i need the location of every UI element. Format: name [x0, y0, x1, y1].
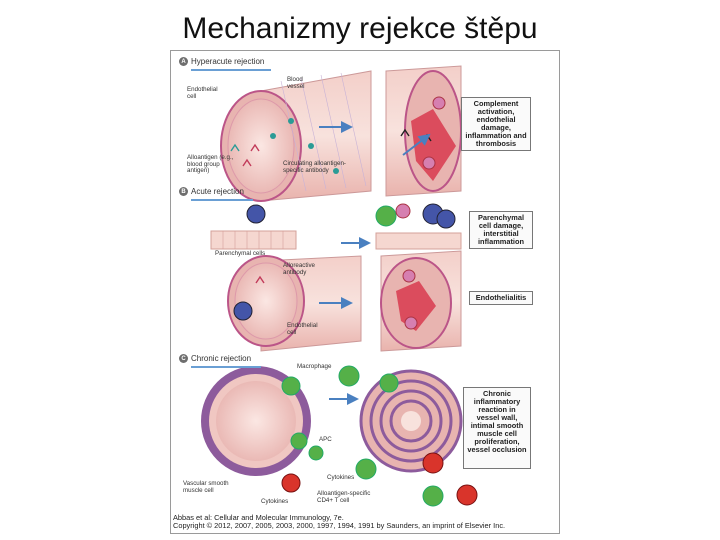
label-alloreactive-antibody: Alloreactive antibody: [283, 262, 315, 276]
label-alloantigen: Alloantigen (e.g., blood group antigen): [187, 154, 234, 175]
section-a-letter: A: [179, 57, 188, 66]
section-b-letter: B: [179, 187, 188, 196]
section-b-title: Acute rejection: [191, 187, 244, 196]
label-cytokines-2: Cytokines: [261, 498, 289, 505]
label-cytokines: Cytokines: [327, 474, 355, 481]
section-b-header: B Acute rejection: [179, 187, 244, 196]
label-macrophage: Macrophage: [297, 363, 332, 370]
figure-illustration: [201, 65, 478, 507]
outcome-endothelialitis-box: Endothelialitis: [469, 291, 533, 305]
section-c-header: C Chronic rejection: [179, 354, 251, 363]
label-vascular-smooth-muscle: Vascular smooth muscle cell: [183, 480, 229, 494]
label-blood-vessel: Blood vessel: [287, 76, 305, 90]
section-c-letter: C: [179, 354, 188, 363]
rejection-mechanisms-figure: A Hyperacute rejection B Acute rejection…: [170, 50, 560, 534]
label-parenchymal-cells: Parenchymal cells: [215, 250, 266, 257]
label-endothelial-cell: Endothelial cell: [187, 86, 218, 100]
label-circulating-antibody: Circulating alloantigen-specific antibod…: [283, 160, 346, 174]
section-a-rule: [191, 69, 271, 71]
label-cd4-t-cell: Alloantigen-specific CD4+ T cell: [317, 490, 371, 504]
outcome-parenchymal-box: Parenchymal cell damage, interstitial in…: [469, 211, 533, 249]
slide-title: Mechanizmy rejekce štěpu: [182, 12, 538, 45]
section-a-title: Hyperacute rejection: [191, 57, 265, 66]
outcome-chronic-box: Chronic inflammatory reaction in vessel …: [463, 387, 531, 469]
credit-line-2: Copyright © 2012, 2007, 2005, 2003, 2000…: [173, 521, 506, 531]
figure-credit: Abbas et al: Cellular and Molecular Immu…: [173, 512, 506, 531]
outcome-hyperacute-box: Complement activation, endothelial damag…: [461, 97, 531, 151]
section-c-title: Chronic rejection: [191, 354, 252, 363]
hyperacute-vessel-left: [220, 70, 372, 202]
acute-cells-left: [210, 204, 297, 250]
credit-line-1: Abbas et al: Cellular and Molecular Immu…: [173, 512, 344, 522]
section-a-header: A Hyperacute rejection: [179, 57, 264, 66]
chronic-vessel-left: [201, 366, 324, 493]
section-b-rule: [191, 199, 253, 201]
label-endothelial-cell-b: Endothelial cell: [287, 322, 318, 336]
chronic-vessel-right: [338, 365, 478, 507]
section-c-rule: [191, 366, 261, 368]
label-apc: APC: [319, 436, 332, 443]
hyperacute-vessel-right: [385, 65, 462, 197]
endothelialitis-vessel-left: [227, 255, 362, 352]
endothelialitis-vessel-right: [380, 250, 462, 352]
